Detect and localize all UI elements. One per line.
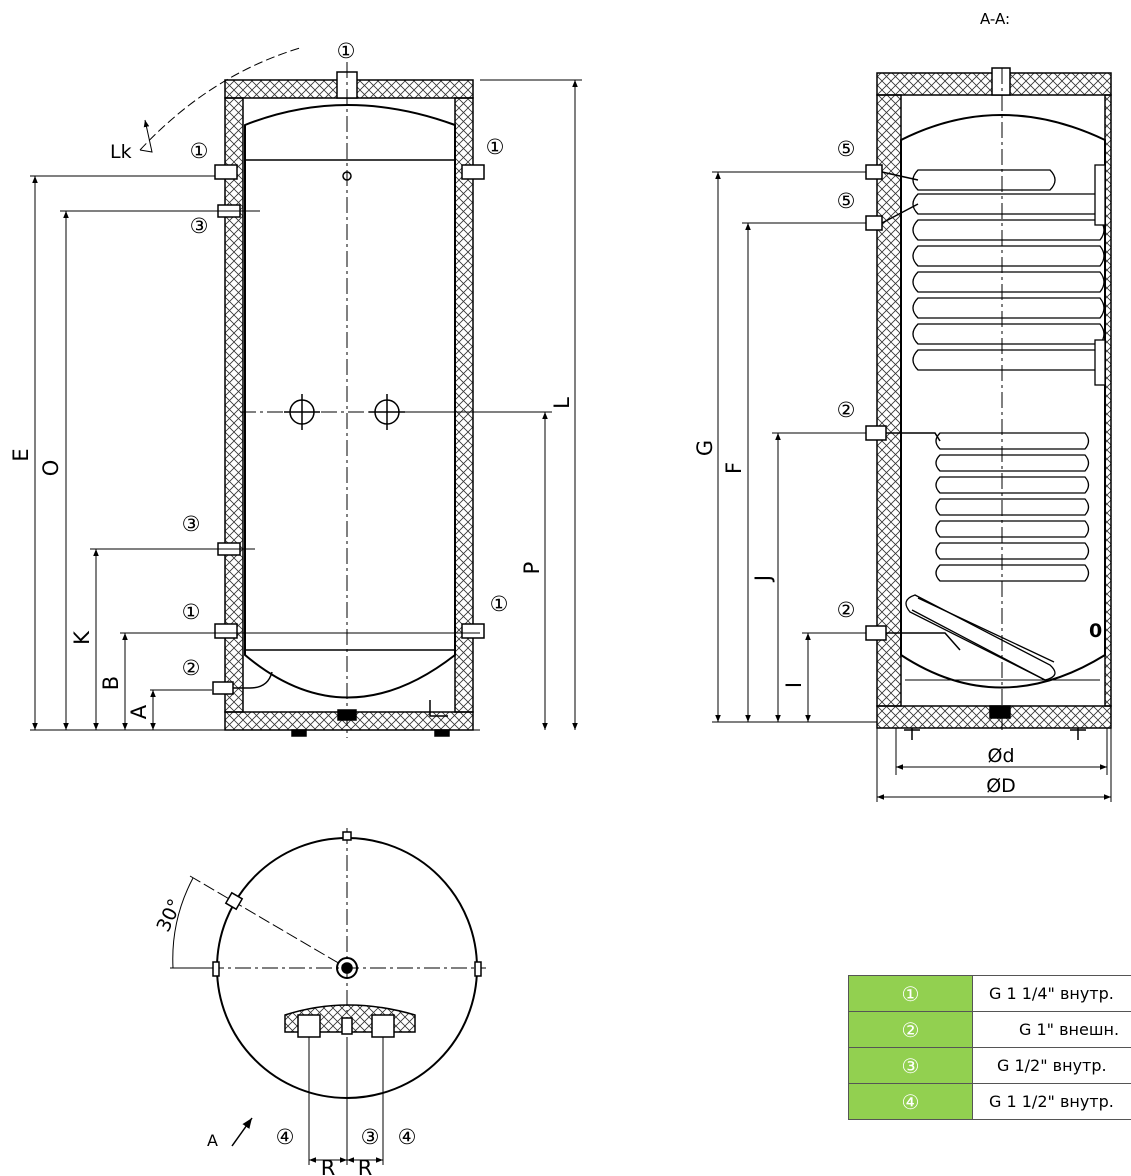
front-insulation xyxy=(224,79,474,731)
label-g: G xyxy=(693,440,717,456)
front-mark-1-left-lower: ① xyxy=(182,600,201,624)
legend-row: ② G 1" внешн. xyxy=(848,1011,1131,1048)
front-mark-1-right-lower: ① xyxy=(490,592,509,616)
label-d-large: ØD xyxy=(986,775,1016,797)
label-lk: Lk xyxy=(110,141,132,163)
label-r-left: R xyxy=(321,1156,336,1176)
section-label-zero: 0 xyxy=(1089,620,1102,642)
label-i: I xyxy=(782,682,806,688)
top-mark-4-right: ④ xyxy=(398,1125,417,1149)
label-k: K xyxy=(70,630,94,645)
legend-text: G 1" внешн. xyxy=(972,1011,1131,1048)
section-dimensions xyxy=(712,171,1112,802)
label-j: J xyxy=(751,575,775,583)
top-mark-4-left: ④ xyxy=(276,1125,295,1149)
label-f: F xyxy=(722,462,746,474)
legend-text: G 1/2" внутр. xyxy=(972,1047,1131,1084)
front-mark-3-lower: ③ xyxy=(182,512,201,536)
label-b: B xyxy=(99,676,123,690)
legend-row: ③ G 1/2" внутр. xyxy=(848,1047,1131,1084)
section-view xyxy=(865,67,1112,740)
label-p: P xyxy=(520,562,544,575)
legend-symbol: ② xyxy=(848,1011,973,1048)
front-mark-1-top: ① xyxy=(337,39,356,63)
front-tank xyxy=(244,104,456,699)
legend-row: ④ G 1 1/2" внутр. xyxy=(848,1083,1131,1120)
label-d-small: Ød xyxy=(987,745,1014,767)
label-e: E xyxy=(9,448,33,461)
front-mark-3-upper: ③ xyxy=(190,214,209,238)
section-mark-2-upper: ② xyxy=(837,398,856,422)
legend-row: ① G 1 1/4" внутр. xyxy=(848,975,1131,1012)
section-title: A-A: xyxy=(980,10,1010,28)
legend-text: G 1 1/2" внутр. xyxy=(972,1083,1131,1120)
front-mark-1-left-upper: ① xyxy=(190,139,209,163)
section-mark-5-lower: ⑤ xyxy=(837,189,856,213)
label-r-right: R xyxy=(358,1156,373,1176)
front-mark-1-right-upper: ① xyxy=(486,135,505,159)
upper-coil xyxy=(912,164,1106,386)
legend-symbol: ④ xyxy=(848,1083,973,1120)
top-mark-3: ③ xyxy=(361,1125,380,1149)
label-o: O xyxy=(39,460,63,477)
front-mark-2: ② xyxy=(182,656,201,680)
label-a: A xyxy=(127,704,151,719)
front-view xyxy=(212,62,485,738)
lower-coil xyxy=(905,432,1090,681)
top-view xyxy=(170,828,486,1165)
view-arrow-label: A xyxy=(207,1131,218,1150)
section-mark-2-lower: ② xyxy=(837,598,856,622)
front-dimensions xyxy=(30,47,582,731)
label-l: L xyxy=(550,397,574,409)
legend-symbol: ③ xyxy=(848,1047,973,1084)
legend-text: G 1 1/4" внутр. xyxy=(972,975,1131,1012)
angle-label: 30° xyxy=(152,896,186,936)
legend-symbol: ① xyxy=(848,975,973,1012)
connection-legend: ① G 1 1/4" внутр. ② G 1" внешн. ③ G 1/2"… xyxy=(848,975,1131,1120)
section-mark-5-upper: ⑤ xyxy=(837,137,856,161)
